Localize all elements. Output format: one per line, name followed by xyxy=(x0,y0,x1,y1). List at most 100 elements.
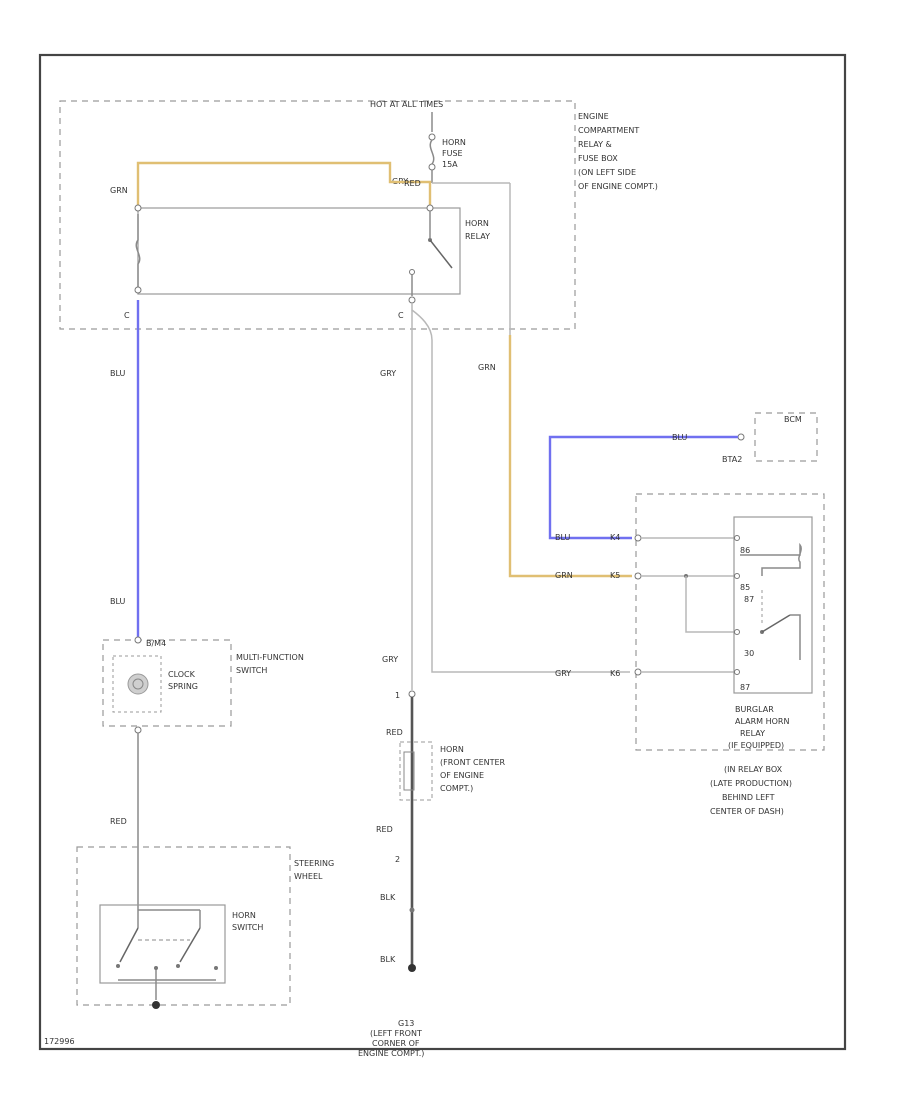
engine-box-line-5: (ON LEFT SIDE xyxy=(578,168,636,177)
bcm-pin xyxy=(737,433,745,441)
horn-switch-blade-2 xyxy=(179,927,201,963)
wire-label-blk2: BLK xyxy=(380,955,396,964)
steering-wheel-box xyxy=(76,846,291,1006)
horn-switch-box xyxy=(99,904,226,984)
ground-label-1: G13 xyxy=(398,1019,414,1028)
wire-label-gry-mid: GRY xyxy=(380,369,396,378)
multifunction-pin-top xyxy=(134,636,142,644)
pin-30-label: 30 xyxy=(744,649,754,658)
fuse-label-2: FUSE xyxy=(442,149,463,158)
relay-coil xyxy=(135,214,141,288)
inner-pin-30 xyxy=(734,629,740,635)
pin-87-top-label: 87 xyxy=(744,595,754,604)
burglar-label-2: ALARM HORN xyxy=(735,717,789,726)
wire-label-gry-horn: GRY xyxy=(382,655,398,664)
green-top-wire xyxy=(136,161,432,208)
bcm-label: BCM xyxy=(784,415,802,424)
steering-label-2: WHEEL xyxy=(294,872,323,881)
ground-label-2: (LEFT FRONT xyxy=(370,1029,422,1038)
steering-label-1: STEERING xyxy=(294,859,334,868)
wire-label-red-top: RED xyxy=(404,179,421,188)
horn-switch-junction-1 xyxy=(154,966,158,970)
pin-2-label: 2 xyxy=(395,855,400,864)
horn-switch-blade-1 xyxy=(119,927,139,963)
pin-k5: K5 xyxy=(610,571,620,580)
burglar-switch-blade xyxy=(761,614,791,633)
inner-pin-86 xyxy=(734,535,740,541)
relay-switch-blade xyxy=(429,239,453,269)
burglar-coil xyxy=(740,542,802,576)
blue-bcm-wire xyxy=(548,435,738,540)
fuse-element xyxy=(429,139,435,165)
gray-horn-branch-wire xyxy=(411,303,630,673)
burglar-relay-box xyxy=(635,493,825,751)
horn-switch-label-2: SWITCH xyxy=(232,923,263,932)
pin-1-label: 1 xyxy=(395,691,400,700)
horn-label-1: HORN xyxy=(440,745,464,754)
engine-box-line-3: RELAY & xyxy=(578,140,612,149)
burglar-label-4: (IF EQUIPPED) xyxy=(728,741,784,750)
horn-diaphragm-icon xyxy=(403,751,415,791)
burglar-label-6: (LATE PRODUCTION) xyxy=(710,779,792,788)
burglar-label-3: RELAY xyxy=(740,729,765,738)
engine-box-line-6: OF ENGINE COMPT.) xyxy=(578,182,658,191)
burglar-inner-relay xyxy=(733,516,813,694)
burglar-internal-wire-3 xyxy=(685,576,734,633)
burglar-label-7: BEHIND LEFT xyxy=(722,793,775,802)
wire-label-blu-to-relay: BLU xyxy=(555,533,571,542)
multifunction-pin-bottom xyxy=(134,726,142,734)
clock-spring-box xyxy=(112,655,162,713)
outer-frame xyxy=(38,53,847,1051)
engine-compartment-box xyxy=(59,100,576,330)
wire-label-red-horn2: RED xyxy=(376,825,393,834)
burglar-pin-k4 xyxy=(634,534,642,542)
wire-label-red-horn1: RED xyxy=(386,728,403,737)
relay-pin-right-top xyxy=(426,204,434,212)
horn-switch-contact-2 xyxy=(176,964,180,968)
inner-pin-85 xyxy=(734,573,740,579)
pin-87-label: 87 xyxy=(740,683,750,692)
wire-label-blu-bcm: BLU xyxy=(672,433,688,442)
engine-box-line-2: COMPARTMENT xyxy=(578,126,639,135)
burglar-switch-contact xyxy=(790,614,801,660)
green-burglar-wire xyxy=(508,335,632,578)
clock-spring-icon xyxy=(127,673,149,695)
pin-85-label: 85 xyxy=(740,583,750,592)
multifunction-switch-box xyxy=(102,639,232,727)
wire-label-blk1: BLK xyxy=(380,893,396,902)
fuse-bottom-pin xyxy=(428,163,436,171)
pin-k6: K6 xyxy=(610,669,620,678)
burglar-pin-k5 xyxy=(634,572,642,580)
horn-label-3: OF ENGINE xyxy=(440,771,484,780)
steering-ground-icon xyxy=(152,1001,160,1009)
wire-label-gry-right: GRY xyxy=(555,669,571,678)
ground-label-3: CORNER OF xyxy=(372,1039,420,1048)
burglar-label-5: (IN RELAY BOX xyxy=(724,765,783,774)
wire-label-red-steer: RED xyxy=(110,817,127,826)
pin-86-label: 86 xyxy=(740,546,750,555)
horn-ground-icon xyxy=(408,964,416,972)
clock-spring-label-1: CLOCK xyxy=(168,670,196,679)
burglar-pin-k6 xyxy=(634,668,642,676)
wire-label-blu-lower: BLU xyxy=(110,597,126,606)
clock-spring-label-2: SPRING xyxy=(168,682,198,691)
horn-icon xyxy=(399,741,433,801)
pin-c-left: C xyxy=(124,311,130,320)
wire-label-grn-right: GRN xyxy=(478,363,496,372)
ground-label-4: ENGINE COMPT.) xyxy=(358,1049,424,1058)
engine-box-line-1: ENGINE xyxy=(578,112,609,121)
multifunction-label-1: MULTI-FUNCTION xyxy=(236,653,304,662)
horn-switch-label-1: HORN xyxy=(232,911,256,920)
fuse-label-1: HORN xyxy=(442,138,466,147)
multifunction-label-2: SWITCH xyxy=(236,666,267,675)
wire-label-grn-bcm: GRN xyxy=(555,571,573,580)
burglar-label-8: CENTER OF DASH) xyxy=(710,807,784,816)
inner-pin-87 xyxy=(734,669,740,675)
wire-label-grn-top-left: GRN xyxy=(110,186,128,195)
horn-switch-junction-2 xyxy=(214,966,218,970)
horn-label-4: COMPT.) xyxy=(440,784,473,793)
bcm-sub-label: BTA2 xyxy=(722,455,742,464)
horn-switch-contact-1 xyxy=(116,964,120,968)
wire-label-blu-upper: BLU xyxy=(110,369,126,378)
